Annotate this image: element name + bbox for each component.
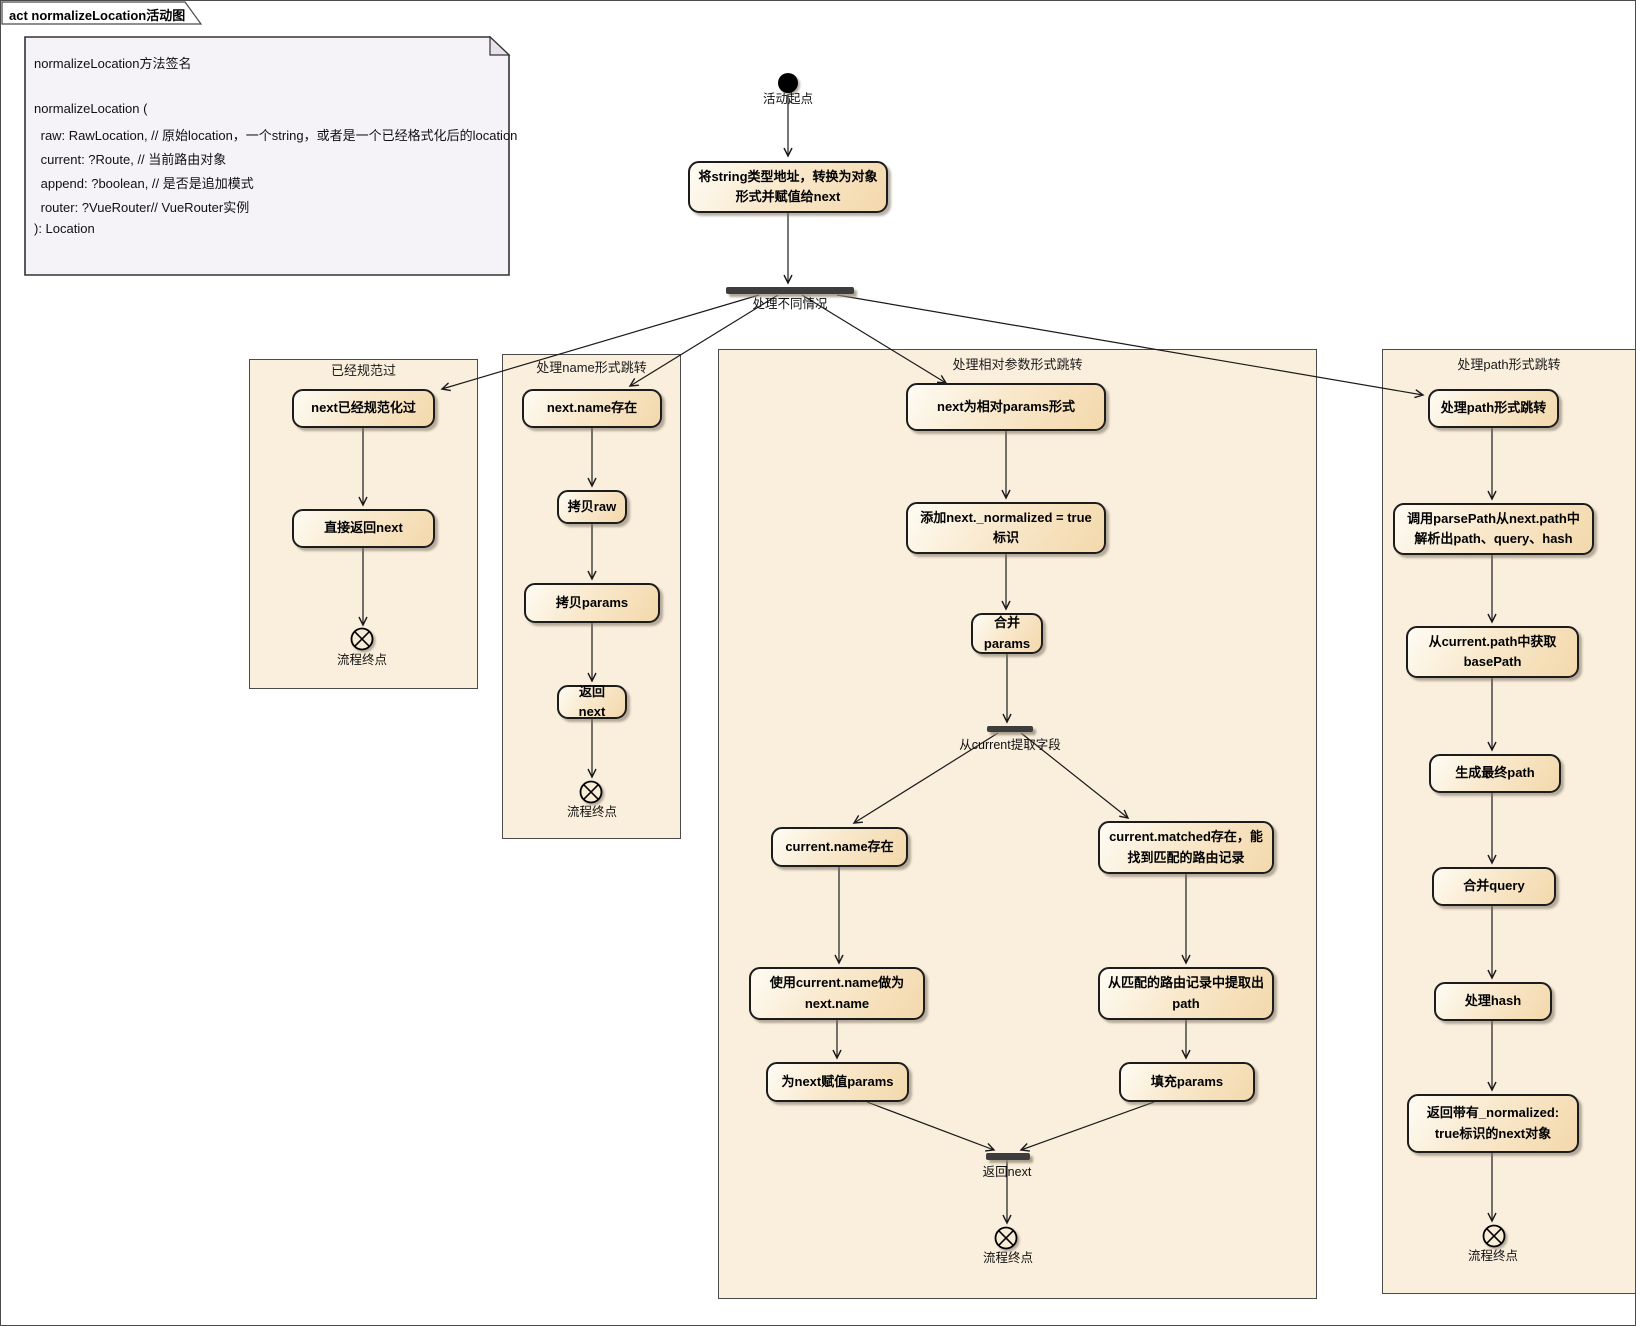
flow-final-label: 流程终点: [566, 805, 617, 819]
partition-title-already-normalized: 已经规范过: [330, 363, 396, 378]
action-next-is-relative-params: next为相对params形式: [906, 383, 1106, 431]
action-return-next: 返回next: [557, 684, 627, 719]
action-next-already-normalized: next已经规范化过: [292, 389, 435, 428]
frame-tab-shape: [1, 1, 203, 25]
action-generate-final-path: 生成最终path: [1429, 754, 1561, 793]
note-line: normalizeLocation方法签名: [34, 56, 192, 71]
action-parse-path: 调用parsePath从next.path中解析出path、query、hash: [1393, 503, 1594, 555]
fork-bar-main-label: 处理不同情况: [752, 297, 828, 311]
action-handle-path-jump: 处理path形式跳转: [1428, 389, 1559, 428]
action-current-matched-exists: current.matched存在，能找到匹配的路由记录: [1098, 821, 1274, 874]
fork-bar-main: [726, 287, 854, 294]
join-bar-return-next-label: 返回next: [982, 1165, 1032, 1179]
flow-final-label: 流程终点: [1467, 1249, 1518, 1263]
action-add-normalized-flag: 添加next._normalized = true 标识: [906, 502, 1106, 554]
flow-final-label: 流程终点: [336, 653, 387, 667]
note-line: append: ?boolean, // 是否是追加模式: [37, 176, 254, 191]
note-line: ): Location: [34, 221, 95, 236]
flow-final-icon: [350, 627, 374, 651]
join-bar-return-next: [986, 1153, 1030, 1160]
partition-title-name-jump: 处理name形式跳转: [536, 360, 647, 375]
action-handle-hash: 处理hash: [1434, 982, 1552, 1021]
activity-start-icon: [778, 73, 798, 93]
action-current-name-exists: current.name存在: [771, 827, 908, 867]
action-get-basepath: 从current.path中获取basePath: [1406, 626, 1579, 678]
flow-final-icon: [579, 780, 603, 804]
note-shape: [24, 36, 511, 276]
action-next-name-exists: next.name存在: [522, 389, 662, 428]
activity-start-label: 活动起点: [762, 92, 813, 106]
action-merge-params: 合并params: [971, 613, 1043, 654]
action-copy-params: 拷贝params: [524, 583, 660, 623]
action-use-current-name-as-next-name: 使用current.name做为next.name: [749, 967, 925, 1020]
action-merge-query: 合并query: [1432, 867, 1556, 906]
note-line: raw: RawLocation, // 原始location，一个string…: [37, 128, 518, 143]
action-assign-params-to-next: 为next赋值params: [766, 1062, 909, 1102]
action-return-normalized-next: 返回带有_normalized: true标识的next对象: [1407, 1094, 1579, 1153]
flow-final-icon: [1482, 1224, 1506, 1248]
flow-final-label: 流程终点: [982, 1251, 1033, 1265]
fork-bar-extract-from-current: [987, 726, 1033, 732]
note-line: router: ?VueRouter// VueRouter实例: [37, 200, 250, 215]
note-line: normalizeLocation (: [34, 101, 148, 116]
partition-title-path-jump: 处理path形式跳转: [1457, 357, 1561, 372]
flow-final-icon: [994, 1226, 1018, 1250]
action-return-next-directly: 直接返回next: [292, 509, 435, 548]
action-copy-raw: 拷贝raw: [557, 490, 627, 524]
action-convert-string-to-object: 将string类型地址，转换为对象形式并赋值给next: [688, 161, 888, 213]
action-extract-path-from-matched-record: 从匹配的路由记录中提取出path: [1098, 967, 1274, 1020]
action-fill-params: 填充params: [1119, 1062, 1255, 1102]
frame-tab-label: act normalizeLocation活动图: [9, 8, 186, 23]
partition-title-relative-params-jump: 处理相对参数形式跳转: [952, 357, 1083, 372]
note-line: current: ?Route, // 当前路由对象: [37, 152, 227, 167]
fork-bar-extract-label: 从current提取字段: [959, 738, 1061, 752]
